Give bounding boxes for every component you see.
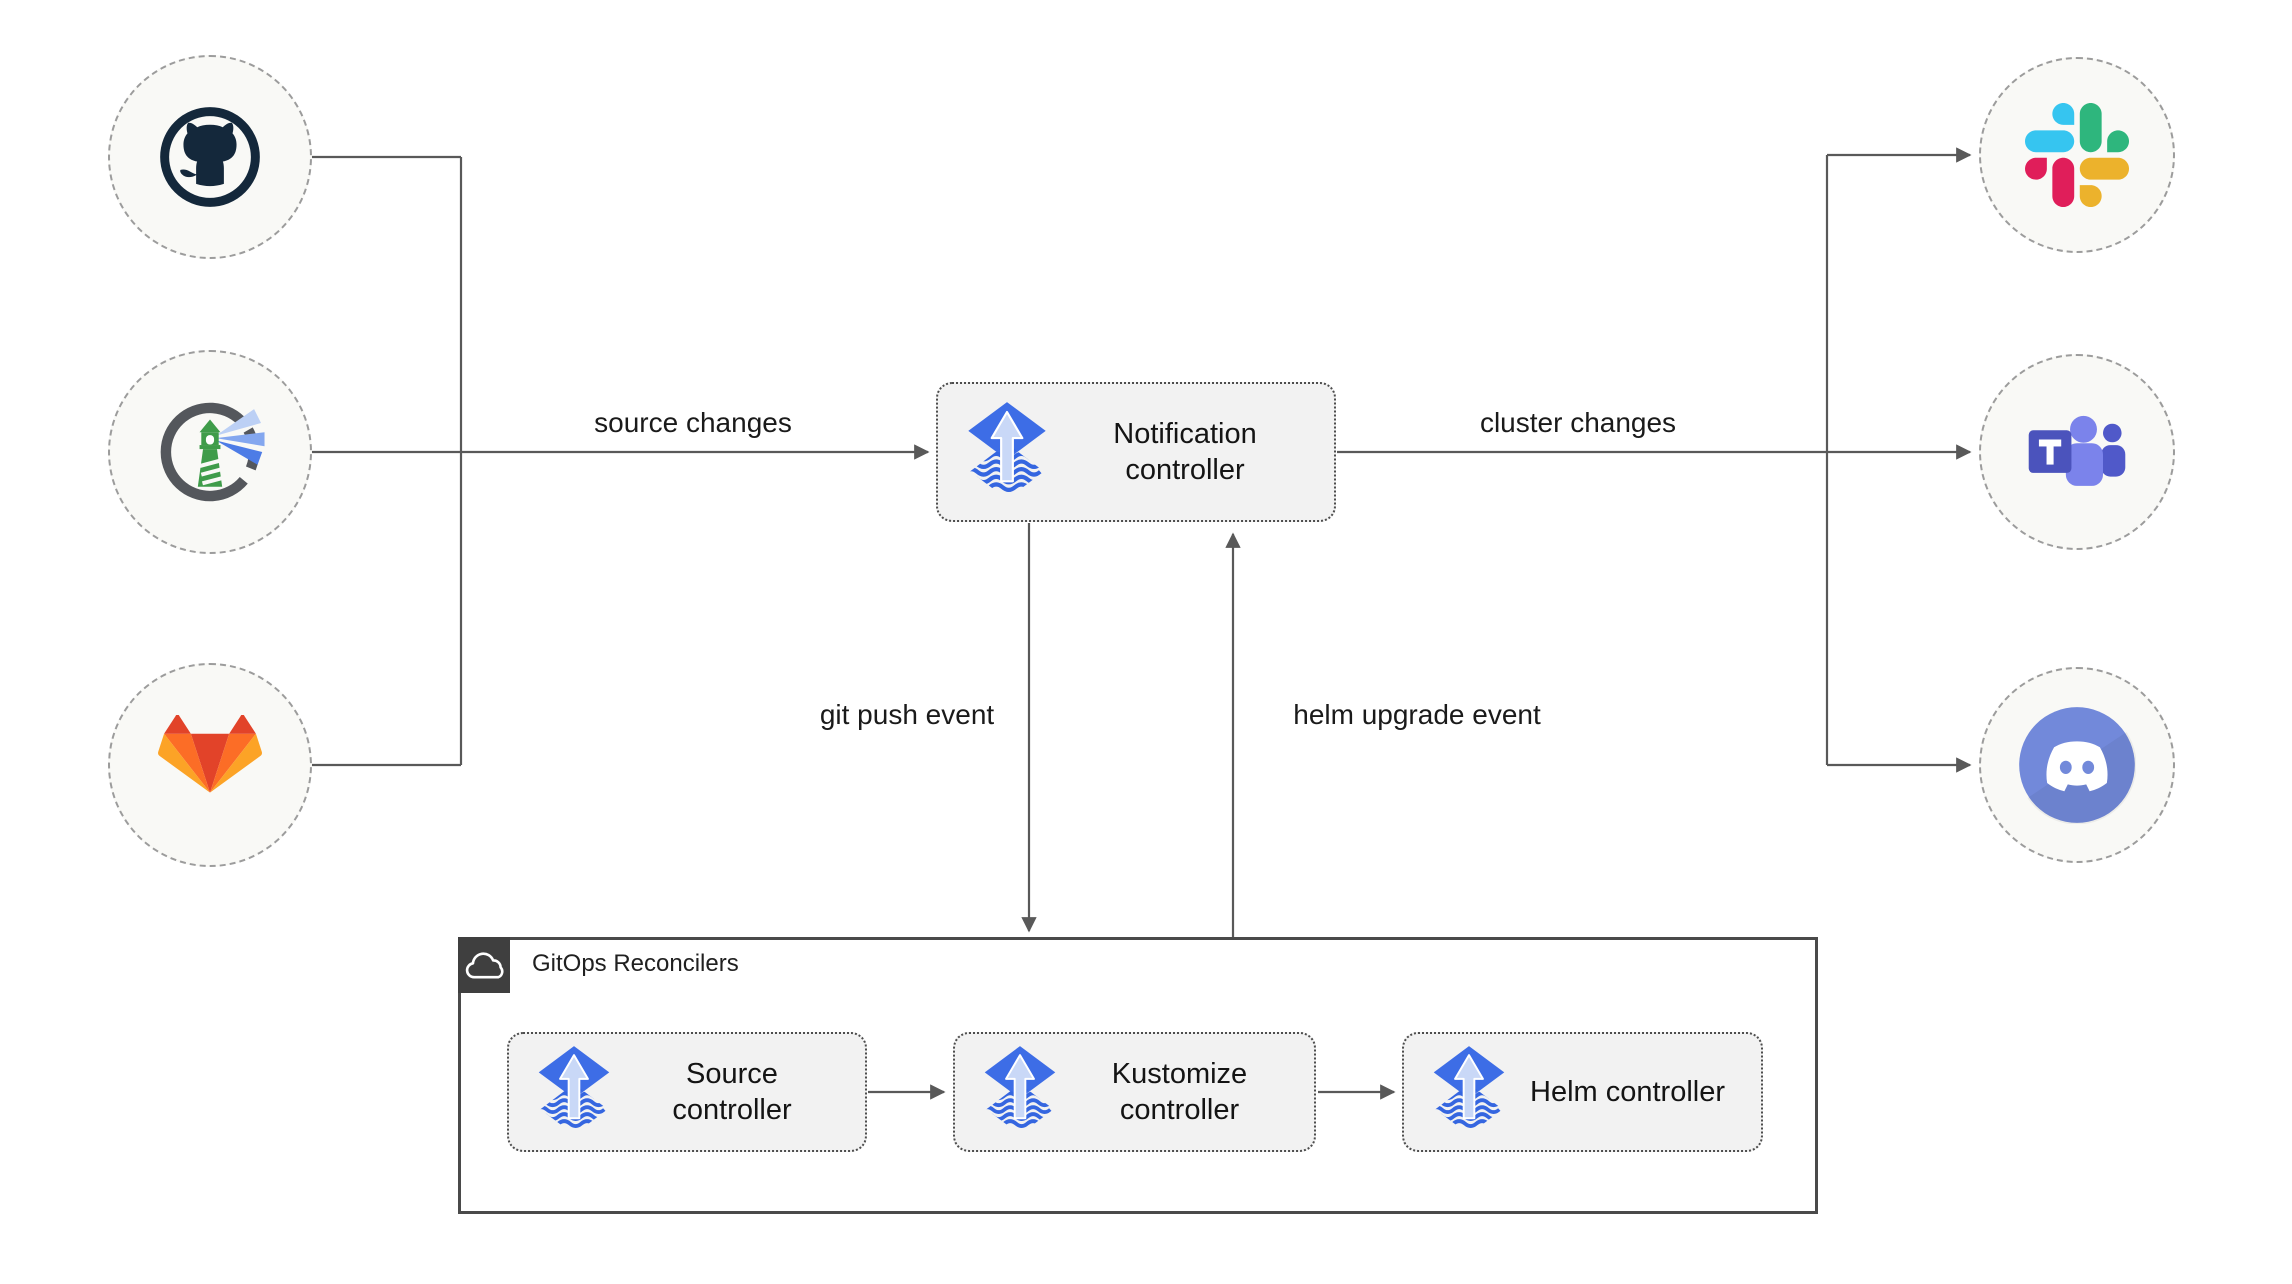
notification-controller-label: Notification controller — [1113, 418, 1257, 486]
helm-controller-label: Helm controller — [1530, 1076, 1725, 1108]
cloud-icon — [465, 952, 504, 979]
flux-icon — [1428, 1046, 1510, 1138]
edge-label-helm-upgrade-event: helm upgrade event — [1293, 699, 1541, 730]
node-discord — [1979, 667, 2175, 863]
harbor-icon — [160, 402, 265, 502]
edge-label-source-changes: source changes — [594, 407, 792, 438]
github-icon — [160, 107, 260, 207]
group-title: GitOps Reconcilers — [532, 950, 739, 977]
group-badge — [458, 937, 510, 993]
microsoft-teams-icon — [2028, 415, 2126, 486]
node-slack — [1979, 57, 2175, 253]
helm-controller-box: Helm controller — [1402, 1032, 1763, 1152]
flux-icon — [979, 1046, 1061, 1138]
discord-icon — [2019, 707, 2136, 824]
source-controller-label: Source controller — [672, 1058, 792, 1126]
node-github — [108, 55, 312, 259]
kustomize-controller-label: Kustomize controller — [1111, 1058, 1248, 1126]
node-harbor — [108, 350, 312, 554]
edge-label-cluster-changes: cluster changes — [1479, 407, 1677, 438]
kustomize-controller-box: Kustomize controller — [953, 1032, 1316, 1152]
notification-controller-box: Notification controller — [936, 382, 1336, 522]
node-gitlab — [108, 663, 312, 867]
slack-icon — [2025, 103, 2129, 207]
edge-label-git-push-event: git push event — [819, 699, 995, 730]
node-microsoft-teams — [1979, 354, 2175, 550]
gitlab-icon — [158, 715, 262, 793]
source-controller-box: Source controller — [507, 1032, 867, 1152]
flux-icon — [962, 402, 1052, 503]
flux-icon — [533, 1046, 615, 1138]
gitops-reconcilers-group — [458, 937, 1818, 1214]
